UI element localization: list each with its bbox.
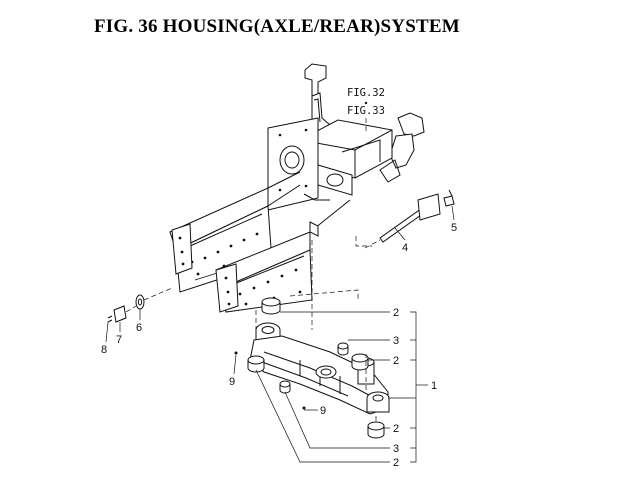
callout-9-left: 9 [229,376,235,388]
figure-title: FIG. 36 HOUSING(AXLE/REAR)SYSTEM [94,16,460,37]
callout-7: 7 [116,334,122,346]
callout-2-lower: 2 [393,423,399,435]
callout-9-bottom: 9 [320,405,326,417]
callout-leaders [105,205,455,463]
callout-2-top: 2 [393,307,399,319]
callout-1: 1 [431,380,437,392]
callout-8: 8 [101,344,107,356]
callout-4: 4 [402,242,408,254]
axle-housing [249,322,390,415]
callout-6: 6 [136,322,142,334]
callout-2-bottom: 2 [393,457,399,469]
reference-fig32: FIG.32 [347,87,385,99]
bushings [234,297,385,439]
frame-assembly [169,63,425,313]
callout-3-right: 3 [393,335,399,347]
reference-fig33: FIG.33 [347,105,385,117]
callout-2-right: 2 [393,355,399,367]
callout-5: 5 [451,222,457,234]
shaft-and-bolt [355,189,455,249]
callout-3-bottom: 3 [393,443,399,455]
alignment-lines [255,240,377,422]
pin-nut-washer [107,287,173,323]
